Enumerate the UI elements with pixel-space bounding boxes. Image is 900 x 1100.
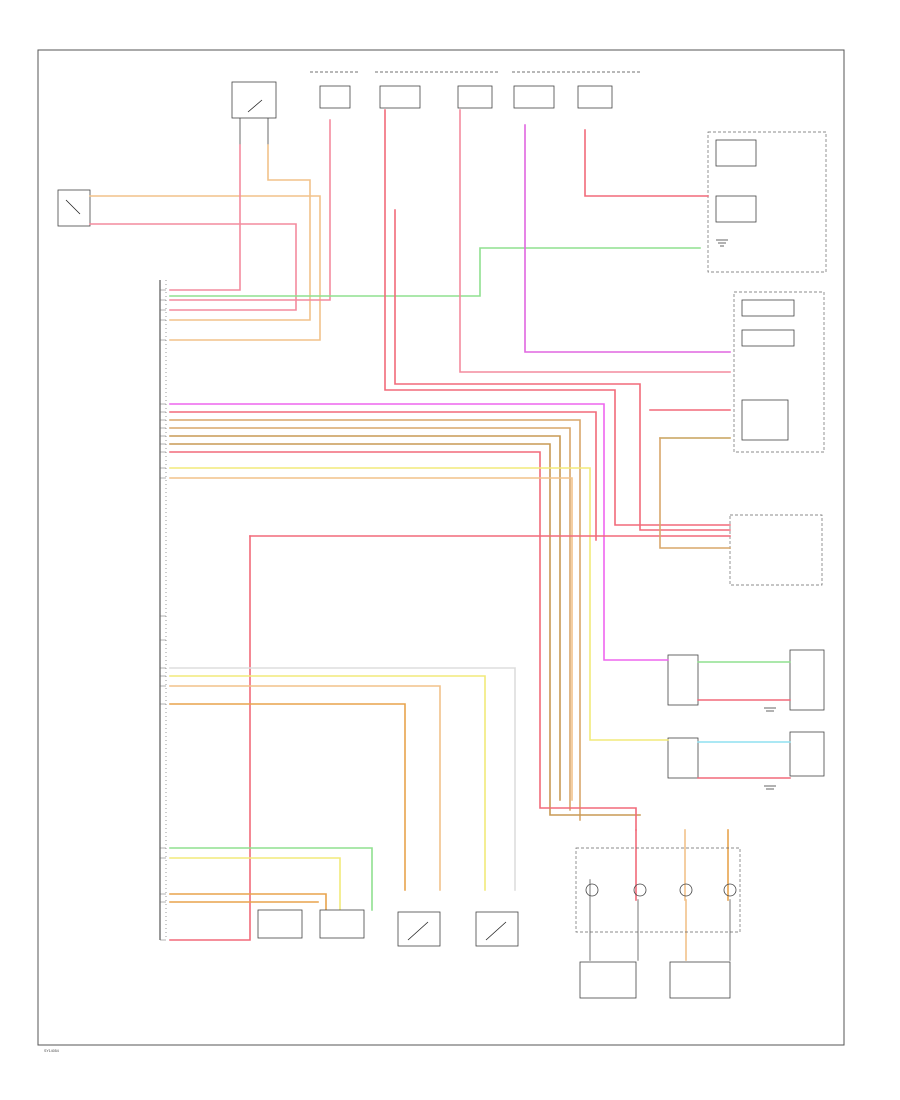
passenger-presence-module: [707, 131, 827, 273]
side-impact-module-connector: [729, 514, 823, 586]
driver-seat-belt-switch: [57, 189, 91, 227]
wires: [89, 109, 791, 961]
instrument-panel-cluster: [733, 291, 825, 453]
bottom-components: [257, 847, 741, 999]
diagram-frame: [37, 49, 845, 1046]
sdm-connector-strip: [159, 280, 167, 940]
top-fuse-blocks: [310, 71, 640, 109]
diagram-code: SY14054: [44, 1049, 59, 1053]
seat-belt-switch: [231, 81, 277, 145]
ground-symbols: [716, 239, 776, 790]
connector-pins: [160, 289, 166, 941]
side-inflator-modules: [667, 649, 825, 779]
